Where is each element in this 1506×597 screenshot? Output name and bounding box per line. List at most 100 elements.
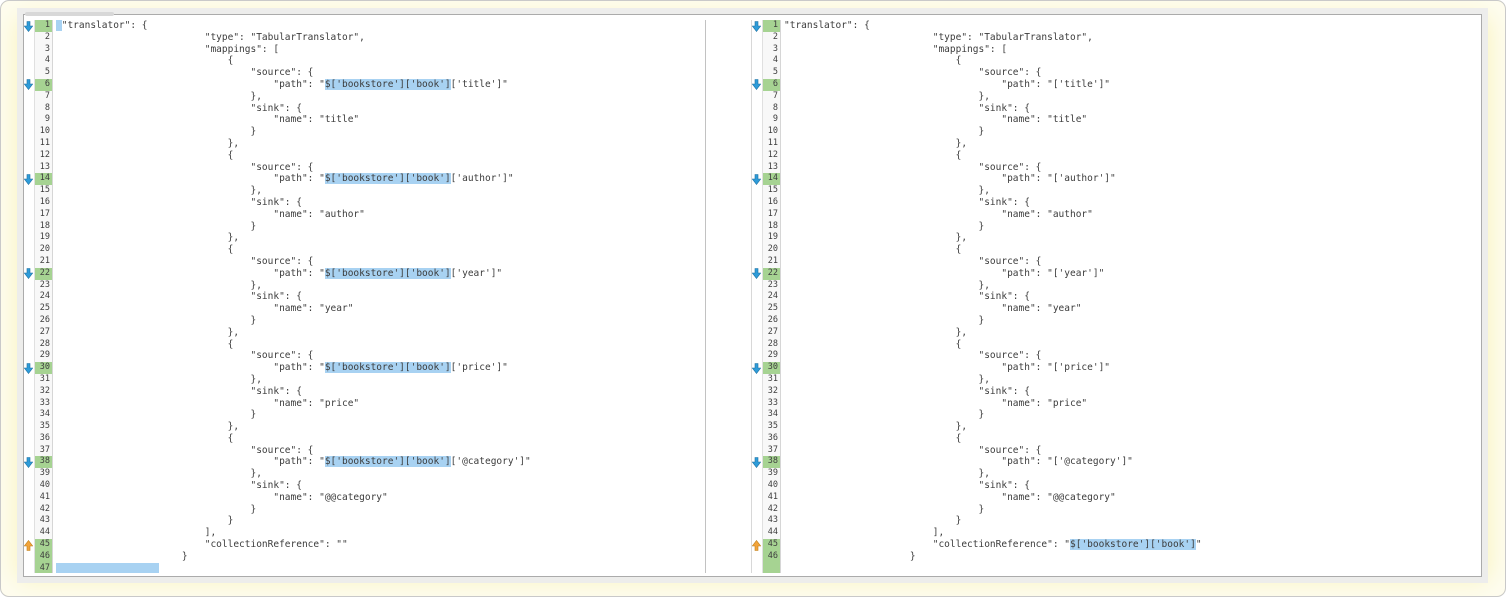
- code-text[interactable]: "path": "['title']": [1001, 78, 1111, 90]
- code-text[interactable]: "name": "title": [273, 114, 360, 126]
- change-down-arrow-icon[interactable]: [752, 79, 761, 91]
- code-text[interactable]: }: [250, 503, 257, 515]
- code-text[interactable]: }: [250, 314, 257, 326]
- code-text[interactable]: [53, 562, 705, 573]
- diff-pane-right[interactable]: 1"translator": {2 "type": "TabularTransl…: [751, 20, 1481, 573]
- code-text[interactable]: "sink": {: [250, 196, 302, 208]
- code-text[interactable]: "source": {: [978, 255, 1042, 267]
- code-text[interactable]: "sink": {: [250, 385, 302, 397]
- code-text[interactable]: }: [978, 503, 985, 515]
- change-gutter[interactable]: [24, 173, 34, 186]
- code-text[interactable]: "path": "$['bookstore']['book']['author'…: [273, 173, 514, 185]
- code-text[interactable]: }: [250, 220, 257, 232]
- code-text[interactable]: {: [227, 149, 234, 161]
- code-text[interactable]: },: [978, 373, 990, 385]
- code-text[interactable]: "source": {: [978, 444, 1042, 456]
- code-text[interactable]: "path": "['author']": [1001, 173, 1116, 185]
- code-text[interactable]: "mappings": [: [932, 43, 1008, 55]
- code-text[interactable]: "path": "$['bookstore']['book']['price']…: [273, 362, 508, 374]
- code-text[interactable]: "collectionReference": "$['bookstore']['…: [932, 539, 1202, 551]
- code-text[interactable]: },: [978, 185, 990, 197]
- change-gutter[interactable]: [752, 362, 762, 374]
- code-text[interactable]: {: [955, 244, 962, 256]
- code-text[interactable]: {: [955, 55, 962, 67]
- code-text[interactable]: "path": "$['bookstore']['book']['title']…: [273, 78, 508, 90]
- code-text[interactable]: "name": "@@category": [1001, 491, 1116, 503]
- code-text[interactable]: },: [955, 421, 968, 433]
- change-gutter[interactable]: [752, 173, 762, 186]
- code-text[interactable]: {: [955, 432, 962, 444]
- code-text[interactable]: "name": "title": [1001, 114, 1088, 126]
- change-gutter[interactable]: [752, 539, 762, 551]
- change-down-arrow-icon[interactable]: [24, 174, 33, 185]
- change-gutter[interactable]: [24, 78, 34, 91]
- code-text[interactable]: "name": "price": [1001, 397, 1088, 409]
- change-gutter[interactable]: [24, 20, 34, 32]
- code-text[interactable]: "mappings": [: [204, 43, 280, 55]
- change-down-arrow-icon[interactable]: [24, 79, 33, 91]
- code-text[interactable]: },: [227, 326, 240, 338]
- code-text[interactable]: "name": "author": [273, 208, 365, 220]
- code-text[interactable]: "type": "TabularTranslator",: [932, 31, 1093, 43]
- code-text[interactable]: "sink": {: [978, 385, 1030, 397]
- code-text[interactable]: {: [227, 244, 234, 256]
- code-text[interactable]: "sink": {: [250, 480, 302, 492]
- code-text[interactable]: }: [227, 515, 234, 527]
- change-gutter[interactable]: [752, 78, 762, 91]
- code-text[interactable]: },: [978, 468, 990, 480]
- code-text[interactable]: "source": {: [250, 255, 314, 267]
- change-gutter[interactable]: [752, 20, 762, 32]
- change-down-arrow-icon[interactable]: [752, 268, 761, 280]
- code-text[interactable]: [781, 563, 1481, 573]
- code-text[interactable]: },: [250, 468, 262, 480]
- code-text[interactable]: },: [955, 137, 968, 149]
- code-text[interactable]: "sink": {: [978, 102, 1030, 114]
- change-gutter[interactable]: [24, 456, 34, 469]
- change-down-arrow-icon[interactable]: [752, 457, 761, 468]
- diff-pane-left[interactable]: 1 "translator": {2 "type": "TabularTrans…: [24, 20, 706, 573]
- code-text[interactable]: }: [250, 409, 257, 421]
- code-text[interactable]: "name": "@@category": [273, 491, 388, 503]
- code-text[interactable]: }: [181, 550, 188, 562]
- code-text[interactable]: },: [250, 373, 262, 385]
- code-text[interactable]: "path": "$['bookstore']['book']['@catego…: [273, 456, 531, 468]
- code-text[interactable]: "source": {: [978, 67, 1042, 79]
- change-down-arrow-icon[interactable]: [24, 362, 33, 374]
- code-text[interactable]: {: [227, 338, 234, 350]
- code-text[interactable]: "source": {: [250, 67, 314, 79]
- change-gutter[interactable]: [24, 267, 34, 280]
- code-text[interactable]: }: [978, 409, 985, 421]
- code-text[interactable]: "name": "author": [1001, 208, 1093, 220]
- code-text[interactable]: "path": "['year']": [1001, 267, 1105, 279]
- code-text[interactable]: "source": {: [250, 350, 314, 362]
- code-text[interactable]: },: [978, 90, 990, 102]
- change-down-arrow-icon[interactable]: [752, 362, 761, 374]
- code-text[interactable]: }: [978, 220, 985, 232]
- code-text[interactable]: "sink": {: [978, 291, 1030, 303]
- code-text[interactable]: }: [909, 550, 916, 562]
- code-text[interactable]: "source": {: [978, 161, 1042, 173]
- code-text[interactable]: "path": "['price']": [1001, 362, 1111, 374]
- code-text[interactable]: "translator": {: [53, 20, 705, 32]
- code-text[interactable]: "sink": {: [250, 291, 302, 303]
- code-text[interactable]: {: [227, 432, 234, 444]
- change-gutter[interactable]: [752, 267, 762, 280]
- change-up-arrow-icon[interactable]: [24, 539, 33, 551]
- code-text[interactable]: },: [978, 279, 990, 291]
- code-text[interactable]: "name": "year": [1001, 303, 1082, 315]
- code-text[interactable]: "source": {: [250, 161, 314, 173]
- code-text[interactable]: },: [250, 279, 262, 291]
- code-text[interactable]: "translator": {: [784, 20, 870, 31]
- change-gutter[interactable]: [24, 539, 34, 551]
- code-text[interactable]: },: [227, 137, 240, 149]
- code-text[interactable]: "path": "$['bookstore']['book']['year']": [273, 267, 503, 279]
- code-text[interactable]: "type": "TabularTranslator",: [204, 31, 365, 43]
- code-text[interactable]: }: [978, 126, 985, 138]
- change-down-arrow-icon[interactable]: [752, 174, 761, 185]
- code-text[interactable]: ],: [932, 527, 945, 539]
- code-text[interactable]: "sink": {: [978, 480, 1030, 492]
- code-text[interactable]: "name": "price": [273, 397, 360, 409]
- change-up-arrow-icon[interactable]: [752, 539, 761, 551]
- code-text[interactable]: }: [955, 515, 962, 527]
- change-gutter[interactable]: [752, 456, 762, 469]
